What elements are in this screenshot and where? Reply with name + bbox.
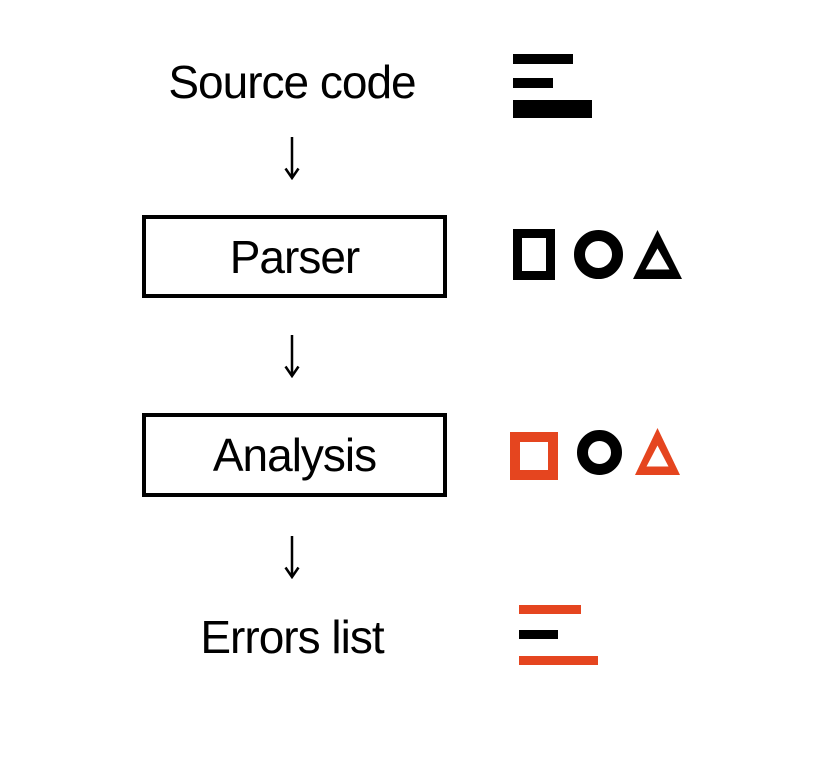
triangle-icon <box>633 230 682 279</box>
analysis-box-label: Analysis <box>212 429 377 481</box>
source-code-lines-icon <box>513 54 592 118</box>
square-icon <box>510 432 558 480</box>
down-arrow-icon <box>284 137 300 180</box>
flow-box-analysis: Analysis <box>142 413 447 497</box>
analysis-shapes-icon <box>510 428 680 480</box>
text-line-bar <box>513 100 592 118</box>
errors-list-lines-icon <box>519 605 598 665</box>
text-line-bar <box>513 78 553 88</box>
down-arrow-stroke <box>284 335 300 378</box>
text-line-bar <box>519 656 598 665</box>
text-line-bar <box>519 630 558 639</box>
square-icon <box>513 229 555 280</box>
text-line-bar <box>519 605 581 614</box>
flow-label-errors-list: Errors list <box>200 611 384 663</box>
down-arrow-icon <box>284 335 300 378</box>
circle-icon <box>577 430 622 475</box>
parser-shapes-icon <box>513 229 682 280</box>
down-arrow-stroke <box>284 137 300 180</box>
triangle-icon <box>635 428 680 475</box>
parser-box-label: Parser <box>229 230 360 283</box>
down-arrow-stroke <box>284 536 300 579</box>
flow-label-source-code: Source code <box>168 56 416 108</box>
down-arrow-icon <box>284 536 300 579</box>
circle-icon <box>574 230 623 279</box>
text-line-bar <box>513 54 573 64</box>
flow-box-parser: Parser <box>142 215 447 298</box>
